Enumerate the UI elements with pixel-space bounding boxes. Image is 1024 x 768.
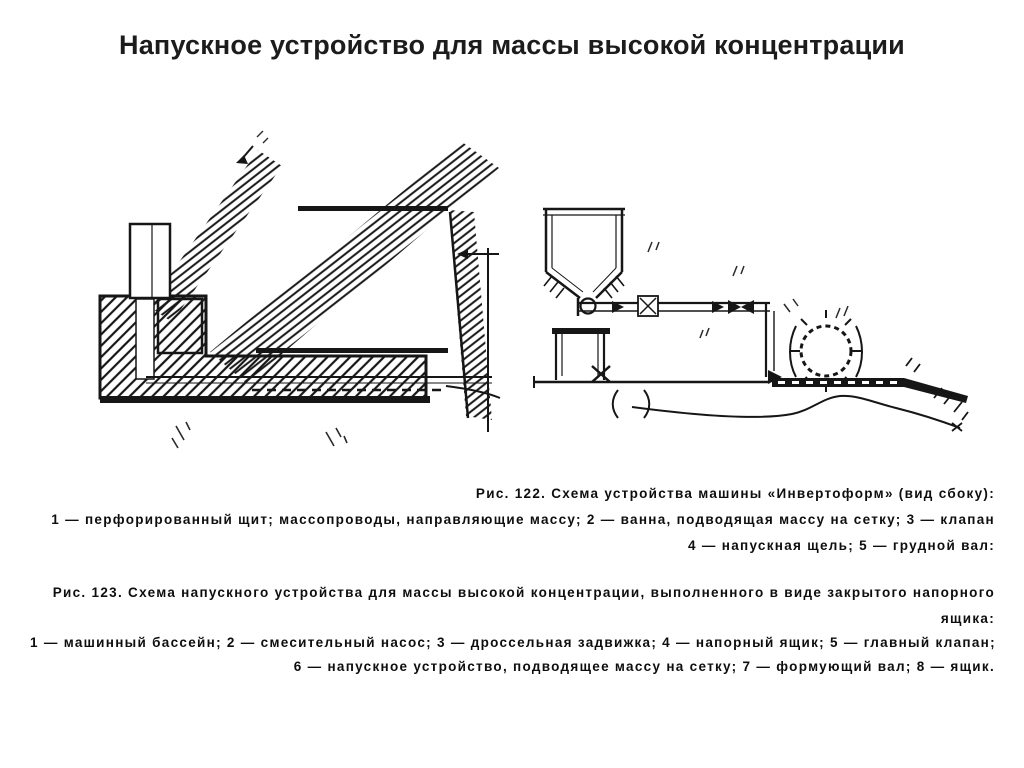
headbox: [552, 328, 611, 383]
callout-mark: [171, 421, 348, 449]
wire-lines: [146, 376, 501, 399]
right-diagram-schematic: [533, 207, 969, 432]
pond-top-bar: [298, 206, 448, 211]
figure-122-caption-line-2: 1 — перфорированный щит; массопроводы, н…: [51, 512, 995, 527]
figure-123-caption-line-1: Рис. 123. Схема напускного устройства дл…: [52, 585, 995, 600]
flow-arrow: [768, 370, 782, 384]
figure-123-caption-line-2: ящика:: [940, 611, 995, 626]
x-valve-icon: [591, 365, 611, 383]
figure-123-caption-line-3: 1 — машинный бассейн; 2 — смесительный н…: [30, 635, 995, 650]
pond-bottom-bar: [256, 348, 448, 353]
flow-arrow: [712, 301, 724, 313]
slide-title: Напускное устройство для массы высокой к…: [119, 30, 905, 60]
inflow-arrow: [457, 249, 499, 259]
base-bar: [100, 396, 430, 403]
pipe-with-valves: [576, 295, 782, 384]
vertical-pipe: [128, 222, 172, 300]
bowtie-valve-icon: [728, 300, 754, 314]
figure-122-caption-line-1: Рис. 122. Схема устройства машины «Инвер…: [475, 486, 995, 501]
callout-mark: [647, 241, 849, 339]
figure-123-caption-line-4: 6 — напускное устройство, подводящее мас…: [293, 659, 995, 674]
left-diagram-crosssection: [98, 130, 501, 449]
hatched-band-right: [448, 210, 492, 420]
hatched-band-upper: [148, 150, 282, 322]
top-arrow: [236, 130, 269, 164]
flow-arrow: [612, 301, 624, 313]
figure-122-caption-line-3: 4 — напускная щель; 5 — грудной вал:: [688, 538, 995, 553]
figure-captions: Рис. 122. Схема устройства машины «Инвер…: [30, 0, 995, 768]
insert-block: [156, 297, 204, 355]
hopper: [543, 207, 625, 299]
lower-run: [611, 357, 969, 432]
end-x-mark: [951, 422, 963, 432]
hatched-band-main: [210, 142, 499, 384]
hatched-body: [98, 294, 430, 403]
wire-line: [533, 376, 968, 403]
box-valve-icon: [637, 295, 659, 317]
